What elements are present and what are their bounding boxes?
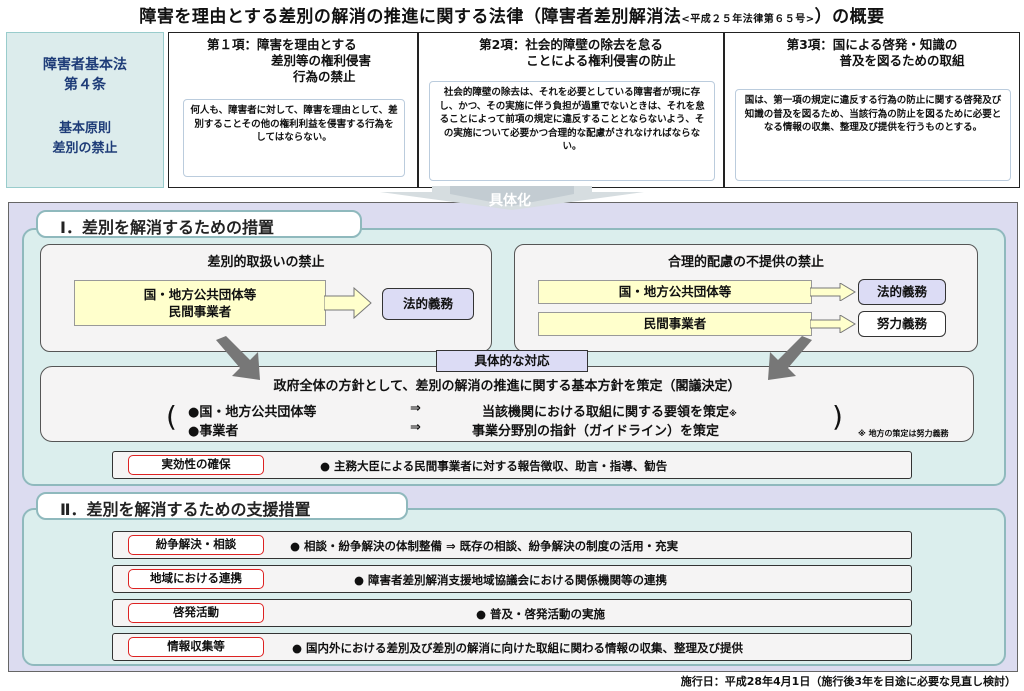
discrimination-prohibition-label: 差別の禁止 bbox=[52, 141, 118, 156]
effectiveness-tag: 実効性の確保 bbox=[128, 455, 264, 475]
clause-2-body: 社会的障壁の除去は、それを必要としている障害者が現に存し、かつ、その実施に伴う負… bbox=[429, 81, 715, 181]
policy-row-arrow: ⇒ bbox=[410, 401, 421, 416]
dispute-resolution-tag: 紛争解決・相談 bbox=[128, 535, 264, 555]
regional-cooperation-text: ● 障害者差別解消支援地域協議会における関係機関等の連携 bbox=[354, 573, 668, 587]
legal-obligation-badge-right: 法的義務 bbox=[858, 279, 946, 305]
information-collection-tag: 情報収集等 bbox=[128, 637, 264, 657]
basic-policy-text: 政府全体の方針として、差別の解消の推進に関する基本方針を策定（閣議決定） bbox=[273, 379, 741, 394]
policy-row-government-entity: ●国・地方公共団体等 bbox=[188, 405, 317, 420]
policy-row-business-action: 事業分野別の指針（ガイドライン）を策定 bbox=[472, 424, 720, 439]
awareness-tag: 啓発活動 bbox=[128, 603, 264, 623]
policy-row-business-entity: ●事業者 bbox=[188, 424, 239, 439]
local-government-note: ※ 地方の策定は努力義務 bbox=[858, 429, 949, 438]
policy-box bbox=[40, 366, 974, 442]
diagonal-arrow-left-icon bbox=[216, 336, 260, 380]
regional-cooperation-tag: 地域における連携 bbox=[128, 569, 264, 589]
enforcement-date: 施行日：平成28年4月1日（施行後3年を目途に必要な見直し検討） bbox=[680, 675, 1016, 688]
basic-law-article: 第４条 bbox=[64, 77, 106, 93]
basic-principle-label: 基本原則 bbox=[58, 121, 111, 136]
entity-private-business: 民間事業者 bbox=[168, 304, 232, 319]
bracket-left: ( bbox=[166, 400, 177, 433]
clause-1-body: 何人も、障害者に対して、障害を理由として、差別することその他の権利利益を侵害する… bbox=[183, 99, 405, 177]
arrow-right-icon bbox=[324, 287, 372, 319]
legal-obligation-badge: 法的義務 bbox=[382, 288, 474, 320]
part-2-title: Ⅱ．差別を解消するための支援措置 bbox=[36, 492, 408, 520]
awareness-text: ● 普及・啓発活動の実施 bbox=[476, 607, 606, 621]
clause-3-body: 国は、第一項の規定に違反する行為の防止に関する啓発及び知識の普及を図るため、当該… bbox=[735, 89, 1011, 181]
right-entity-private: 民間事業者 bbox=[538, 312, 812, 336]
note-mark: ※ bbox=[729, 409, 737, 418]
policy-row-government-action: 当該機関における取組に関する要領を策定※ bbox=[482, 401, 737, 420]
dispute-resolution-text: ● 相談・紛争解決の体制整備 ⇒ 既存の相談、紛争解決の制度の活用・充実 bbox=[290, 539, 679, 553]
diagonal-arrow-right-icon bbox=[768, 336, 812, 380]
entity-government: 国・地方公共団体等 bbox=[143, 287, 257, 302]
part-1-title: Ⅰ．差別を解消するための措置 bbox=[36, 210, 362, 238]
arrow-right-icon bbox=[810, 283, 856, 301]
discriminatory-treatment-heading: 差別的取扱いの禁止 bbox=[207, 255, 325, 270]
title-end: ）の概要 bbox=[814, 7, 885, 27]
reasonable-accommodation-heading: 合理的配慮の不提供の禁止 bbox=[667, 255, 824, 270]
concretization-arrow-icon bbox=[380, 186, 644, 210]
clause-1-heading-line2: 差別等の権利侵害 bbox=[271, 53, 372, 68]
specific-response-label: 具体的な対応 bbox=[436, 350, 588, 372]
title-main: 障害を理由とする差別の解消の推進に関する法律（障害者差別解消法 bbox=[139, 7, 682, 27]
clause-2-heading-line1: 第2項：社会的障壁の除去を怠る bbox=[479, 37, 663, 52]
title-law-number: <平成２５年法律第６５号> bbox=[681, 14, 815, 25]
clause-1-heading-line1: 第１項：障害を理由とする bbox=[207, 37, 357, 52]
clause-2-panel: 第2項：社会的障壁の除去を怠る ことによる権利侵害の防止 社会的障壁の除去は、そ… bbox=[418, 32, 724, 188]
bracket-right: ) bbox=[832, 400, 843, 433]
clause-3-heading-line1: 第3項：国による啓発・知識の bbox=[786, 37, 958, 52]
policy-row-arrow: ⇒ bbox=[410, 420, 421, 435]
right-entity-government: 国・地方公共団体等 bbox=[538, 280, 812, 304]
policy-row-government-action-text: 当該機関における取組に関する要領を策定 bbox=[482, 405, 730, 420]
arrow-right-icon bbox=[810, 315, 856, 333]
clause-1-panel: 第１項：障害を理由とする 差別等の権利侵害 行為の禁止 何人も、障害者に対して、… bbox=[168, 32, 418, 188]
left-entities-box: 国・地方公共団体等 民間事業者 bbox=[74, 280, 326, 326]
clause-3-heading-line2: 普及を図るための取組 bbox=[839, 53, 965, 68]
basic-law-panel: 障害者基本法第４条 基本原則差別の禁止 bbox=[6, 32, 164, 188]
concretization-label: 具体化 bbox=[489, 193, 531, 209]
basic-law-name: 障害者基本法 bbox=[43, 57, 127, 73]
information-collection-text: ● 国内外における差別及び差別の解消に向けた取組に関わる情報の収集、整理及び提供 bbox=[292, 641, 744, 655]
clause-2-heading-line2: ことによる権利侵害の防止 bbox=[526, 53, 676, 68]
clause-1-heading-line3: 行為の禁止 bbox=[293, 69, 356, 84]
page-title: 障害を理由とする差別の解消の推進に関する法律（障害者差別解消法<平成２５年法律第… bbox=[0, 2, 1024, 27]
clause-3-panel: 第3項：国による啓発・知識の 普及を図るための取組 国は、第一項の規定に違反する… bbox=[724, 32, 1020, 188]
effectiveness-text: ● 主務大臣による民間事業者に対する報告徴収、助言・指導、勧告 bbox=[320, 459, 668, 473]
effort-obligation-badge: 努力義務 bbox=[858, 311, 946, 337]
